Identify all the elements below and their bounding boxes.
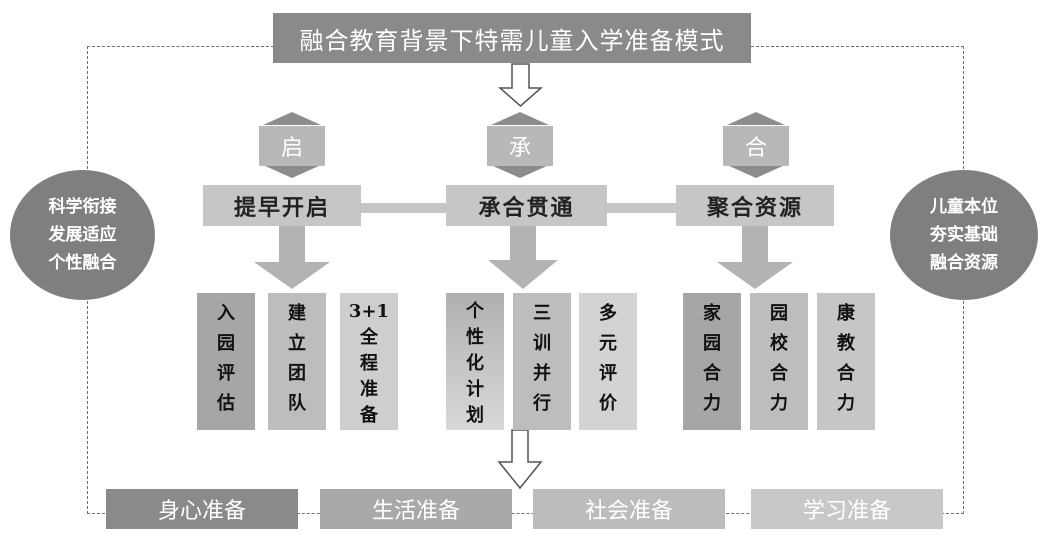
- card-char: 个: [466, 301, 484, 322]
- card-ruyuan-pinggu: 入 园 评 估: [197, 293, 255, 430]
- phase-bar-tizao-kaiqi: 提早开启: [203, 185, 361, 226]
- bottom-hollow-arrow: [497, 429, 543, 490]
- card-char: 合: [837, 363, 855, 384]
- diamond-he-bottom: [727, 165, 785, 178]
- card-char: 园: [217, 333, 235, 354]
- card-char: 力: [770, 393, 788, 414]
- dashed-frame-top-left: [87, 46, 274, 47]
- card-char: 元: [599, 333, 617, 354]
- diamond-cheng-top: [491, 112, 549, 125]
- tag-he: 合: [723, 126, 789, 166]
- card-char: 训: [533, 333, 551, 354]
- left-oval: 科学衔接 发展适应 个性融合: [10, 170, 155, 300]
- card-char: 三: [533, 303, 551, 324]
- diagram-title: 融合教育背景下特需儿童入学准备模式: [273, 13, 751, 63]
- tag-qi: 启: [259, 126, 325, 166]
- right-oval-line-3: 融合资源: [930, 253, 998, 273]
- card-char: 家: [703, 303, 721, 324]
- card-char: 估: [217, 393, 235, 414]
- card-char: 园: [703, 333, 721, 354]
- card-yuanxiao-heli: 园 校 合 力: [750, 293, 808, 430]
- diamond-cheng-bottom: [491, 165, 549, 178]
- card-duoyuan-pingjia: 多 元 评 价: [579, 293, 637, 430]
- card-char: 康: [837, 303, 855, 324]
- readiness-shenghuo: 生活准备: [320, 489, 512, 529]
- right-oval-line-2: 夯实基础: [930, 225, 998, 245]
- phase-bar-chenghe-guantong: 承合贯通: [446, 185, 607, 226]
- card-char: 入: [217, 303, 235, 324]
- right-oval: 儿童本位 夯实基础 融合资源: [890, 170, 1038, 300]
- card-char: 队: [288, 393, 306, 414]
- down-arrow-right: [717, 224, 793, 289]
- dashed-frame-top-right: [751, 46, 964, 47]
- diamond-qi-bottom: [263, 165, 321, 178]
- bar-connector-2: [607, 203, 677, 213]
- card-char: 全: [360, 327, 378, 348]
- card-char: 团: [288, 363, 306, 384]
- readiness-shenxin: 身心准备: [106, 489, 298, 529]
- card-char: 多: [599, 303, 617, 324]
- card-char: 园: [770, 303, 788, 324]
- down-arrow-left: [254, 224, 330, 289]
- card-char: 校: [770, 333, 788, 354]
- card-char: 并: [533, 363, 551, 384]
- right-oval-line-1: 儿童本位: [930, 197, 998, 217]
- card-char: 计: [466, 379, 484, 400]
- card-char: 合: [770, 363, 788, 384]
- card-gexinghua-jihua: 个 性 化 计 划: [446, 293, 504, 430]
- card-sanxun-bingxing: 三 训 并 行: [513, 293, 571, 430]
- card-char: 评: [599, 363, 617, 384]
- card-char: 力: [837, 393, 855, 414]
- readiness-shehui: 社会准备: [533, 489, 725, 529]
- diamond-qi-top: [263, 112, 321, 125]
- card-char: 化: [466, 353, 484, 374]
- card-3plus1-quancheng-zhunbei: 3+1 全 程 准 备: [340, 293, 398, 430]
- left-oval-line-1: 科学衔接: [48, 197, 117, 217]
- card-char: 备: [360, 405, 378, 426]
- card-char: 评: [217, 363, 235, 384]
- bar-connector-1: [361, 203, 447, 213]
- card-char: 价: [599, 393, 617, 414]
- card-char: 教: [837, 333, 855, 354]
- card-char: 性: [466, 327, 484, 348]
- card-char: 程: [360, 353, 378, 374]
- card-char: 建: [288, 303, 306, 324]
- card-jiayuan-heli: 家 园 合 力: [683, 293, 741, 430]
- left-oval-line-2: 发展适应: [48, 225, 117, 245]
- card-char: 立: [288, 333, 306, 354]
- phase-bar-juhe-ziyuan: 聚合资源: [676, 185, 834, 226]
- left-oval-line-3: 个性融合: [48, 253, 117, 273]
- diamond-he-top: [727, 112, 785, 125]
- top-hollow-arrow: [498, 63, 543, 107]
- card-char: 合: [703, 363, 721, 384]
- tag-cheng: 承: [487, 126, 553, 166]
- card-jianli-tuandui: 建 立 团 队: [268, 293, 326, 430]
- card-char: 准: [360, 379, 378, 400]
- card-kangjiao-heli: 康 教 合 力: [817, 293, 875, 430]
- card-char: 划: [466, 405, 484, 426]
- down-arrow-middle: [488, 224, 558, 289]
- dashed-frame-bottom: [87, 513, 964, 514]
- readiness-xuexi: 学习准备: [751, 489, 943, 529]
- card-char: 力: [703, 393, 721, 414]
- card-char: 3+1: [348, 301, 390, 322]
- card-char: 行: [533, 393, 551, 414]
